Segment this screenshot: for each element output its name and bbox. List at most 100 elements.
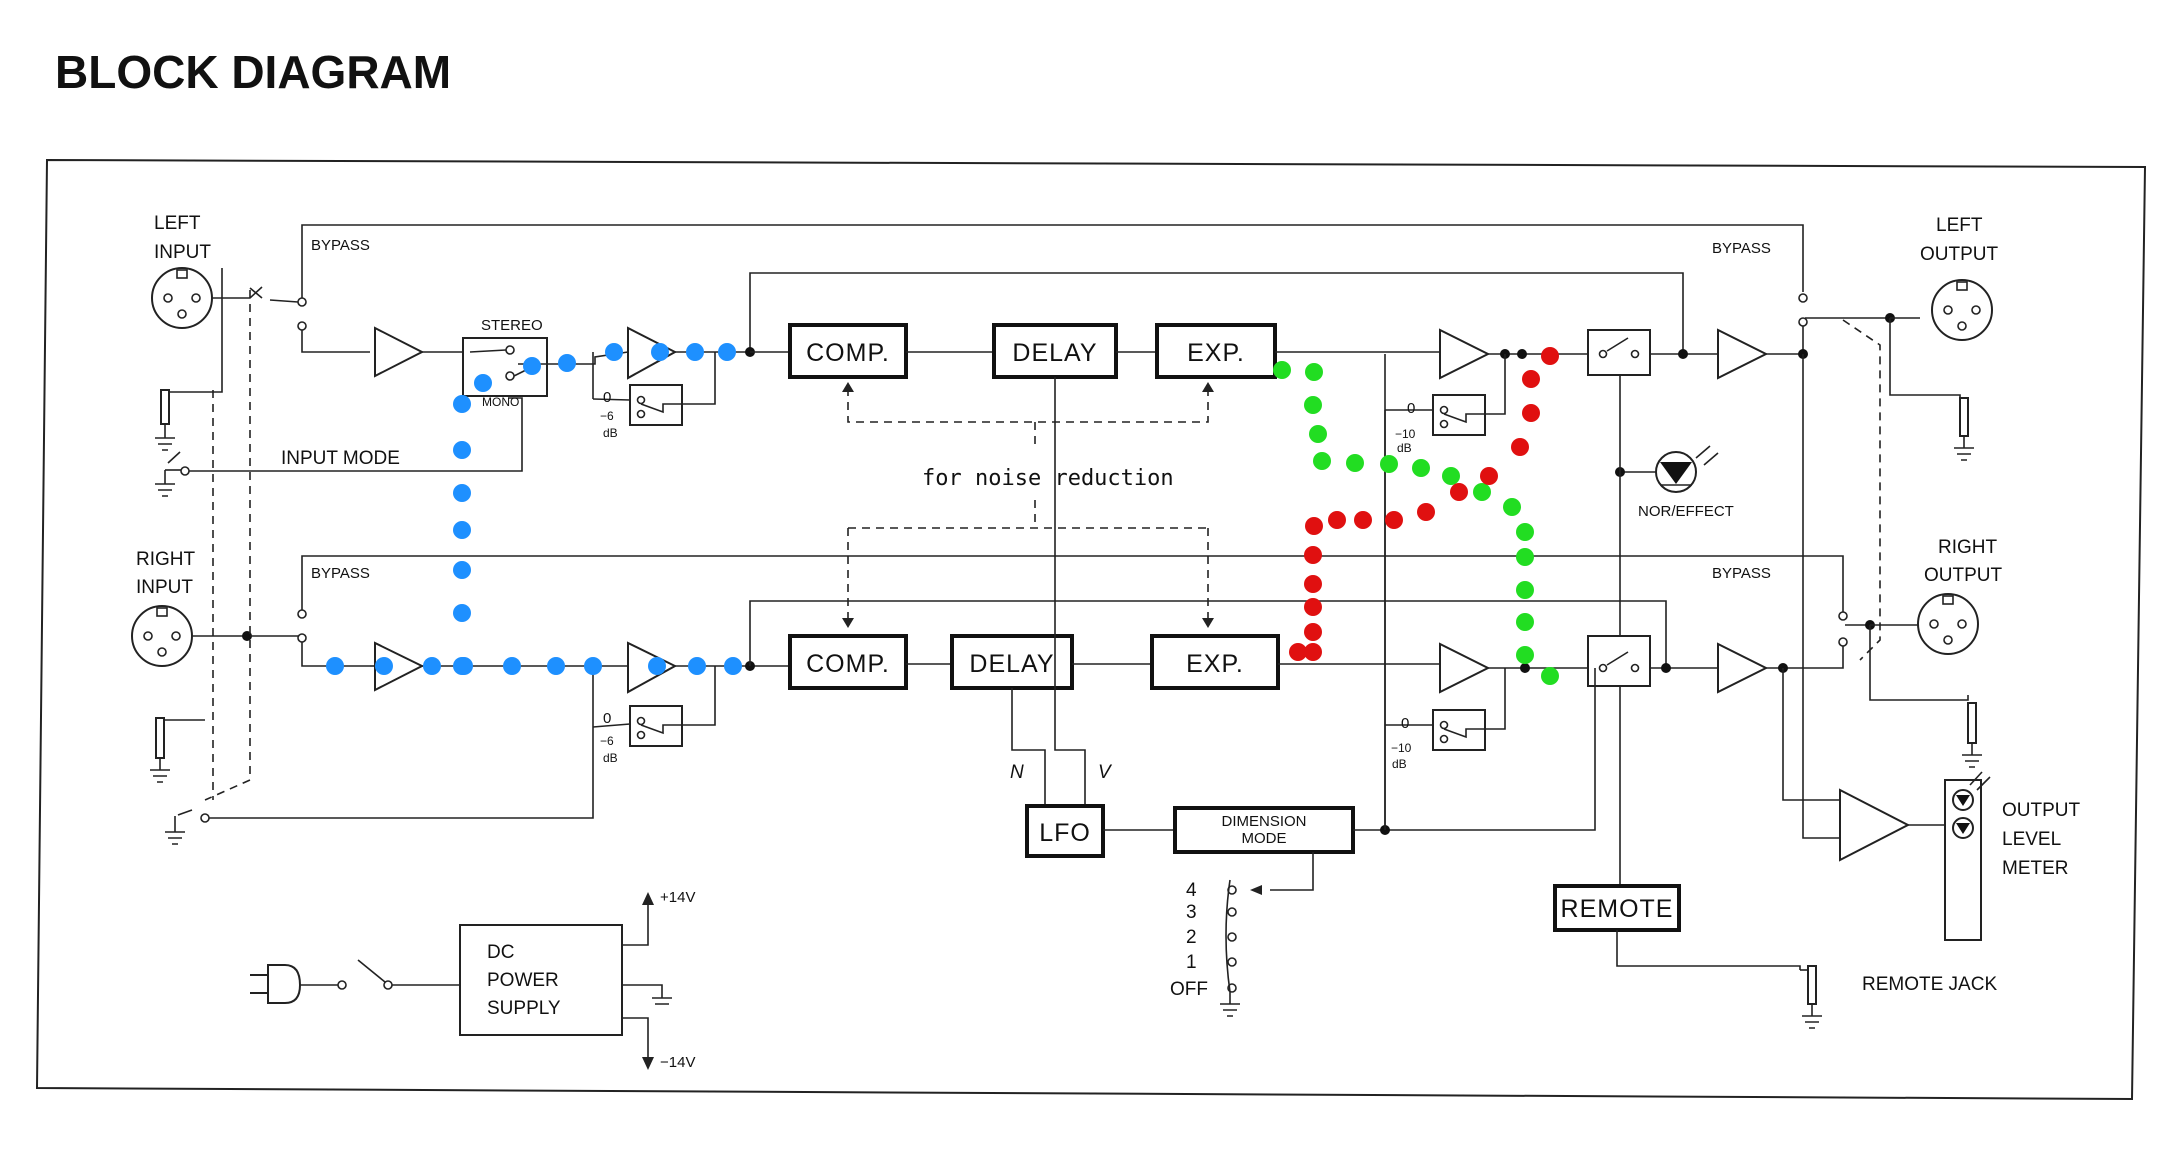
remote-block: REMOTE	[1553, 884, 1681, 932]
signal-dot-blue	[648, 657, 666, 675]
svg-text:REMOTE: REMOTE	[1561, 895, 1674, 923]
signal-dot-blue	[474, 374, 492, 392]
signal-dot-green	[1346, 454, 1364, 472]
right-output-label: RIGHT	[1938, 537, 1998, 558]
input-mode-switch	[155, 397, 523, 497]
noise-reduction-control	[842, 382, 1214, 628]
signal-dot-green	[1473, 483, 1491, 501]
signal-dot-blue	[547, 657, 565, 675]
signal-dot-green	[1273, 361, 1291, 379]
signal-dot-red	[1304, 546, 1322, 564]
remote-jack-label: REMOTE JACK	[1862, 974, 1997, 995]
mono-label: MONO	[482, 395, 519, 409]
right-bypass-label: BYPASS	[311, 565, 370, 582]
signal-dot-blue	[584, 657, 602, 675]
signal-dot-blue	[453, 441, 471, 459]
left-input-label: LEFT	[154, 213, 201, 234]
left-exp-block: EXP.	[1155, 323, 1277, 379]
right-output-jack	[1917, 593, 1979, 655]
signal-dot-red	[1450, 483, 1468, 501]
svg-text:METER: METER	[2002, 858, 2069, 879]
signal-dot-blue	[453, 657, 471, 675]
signal-dot-blue	[423, 657, 441, 675]
signal-dot-green	[1516, 581, 1534, 599]
right-output-amp	[1717, 642, 1769, 694]
left-input-label-2: INPUT	[154, 242, 211, 263]
signal-dot-red	[1304, 598, 1322, 616]
left-delay-block: DELAY	[992, 323, 1118, 379]
right-delay-block: DELAY	[950, 634, 1074, 690]
lfo-wave-a: N	[1010, 762, 1024, 783]
right-input-jack	[131, 605, 193, 667]
left-output-phone-jack-icon	[1954, 397, 1974, 461]
svg-text:EXP.: EXP.	[1186, 650, 1244, 678]
signal-dot-blue	[453, 484, 471, 502]
right-effect-gain-switch	[1385, 668, 1506, 751]
signal-dot-blue	[558, 354, 576, 372]
signal-dot-blue	[453, 561, 471, 579]
left-input-bypass-switch	[212, 224, 1804, 353]
lfo-block: LFO	[1025, 804, 1105, 858]
signal-dot-green	[1516, 613, 1534, 631]
page-title: BLOCK DIAGRAM	[55, 46, 451, 98]
input-mode-label: INPUT MODE	[281, 448, 400, 469]
signal-dot-red	[1385, 511, 1403, 529]
output-level-meter-label: OUTPUT	[2002, 800, 2081, 821]
right-gain-switch	[592, 666, 716, 747]
left-output-amp	[1717, 328, 1769, 380]
signal-dot-blue	[453, 604, 471, 622]
left-output-effect-switch	[1587, 329, 1651, 376]
signal-dot-green	[1541, 667, 1559, 685]
power-plug-icon	[250, 959, 460, 1004]
signal-dot-blue	[651, 343, 669, 361]
svg-text:LFO: LFO	[1039, 819, 1091, 847]
right-input-label-2: INPUT	[136, 577, 193, 598]
dc-power-supply-block: DC POWER SUPPLY	[459, 924, 623, 1036]
dimension-position-4: 4	[1186, 880, 1197, 901]
right-input-buffer-amp	[374, 641, 425, 692]
signal-dot-blue	[688, 657, 706, 675]
right-comp-block: COMP.	[788, 634, 908, 690]
svg-text:EXP.: EXP.	[1187, 339, 1245, 367]
svg-text:COMP.: COMP.	[806, 339, 890, 367]
signal-dot-green	[1516, 646, 1534, 664]
signal-dot-red	[1305, 517, 1323, 535]
signal-dot-green	[1309, 425, 1327, 443]
signal-dot-blue	[718, 343, 736, 361]
signal-dot-red	[1354, 511, 1372, 529]
svg-text:0: 0	[1401, 715, 1409, 732]
left-phone-jack-icon	[155, 268, 223, 451]
left-gain-switch	[592, 352, 716, 426]
signal-dot-blue	[686, 343, 704, 361]
left-gain-minus6: −6	[600, 409, 614, 423]
signal-dot-green	[1516, 548, 1534, 566]
svg-text:POWER: POWER	[487, 970, 559, 991]
svg-text:LEVEL: LEVEL	[2002, 829, 2061, 850]
signal-dot-green	[1304, 396, 1322, 414]
dimension-position-2: 2	[1186, 927, 1197, 948]
lfo-wave-b: V	[1098, 762, 1113, 783]
svg-text:−10: −10	[1395, 427, 1416, 441]
dimension-mode-block: DIMENSION MODE	[1173, 806, 1355, 854]
signal-dot-blue	[523, 357, 541, 375]
signal-dot-red	[1304, 643, 1322, 661]
signal-dot-green	[1380, 455, 1398, 473]
nor-effect-led-icon	[1615, 375, 1719, 885]
power-rails	[622, 892, 672, 1070]
signal-dot-red	[1328, 511, 1346, 529]
blue-signal-path	[326, 343, 742, 675]
left-gain-db: dB	[603, 426, 618, 440]
svg-text:0: 0	[603, 710, 611, 727]
right-input-label: RIGHT	[136, 549, 196, 570]
signal-dot-green	[1412, 459, 1430, 477]
diagram-frame	[35, 158, 2147, 1101]
signal-dot-green	[1516, 523, 1534, 541]
right-exp-block: EXP.	[1150, 634, 1280, 690]
svg-text:DELAY: DELAY	[1012, 339, 1097, 367]
svg-text:0: 0	[1407, 400, 1415, 417]
signal-dot-green	[1313, 452, 1331, 470]
signal-dot-red	[1289, 643, 1307, 661]
svg-text:COMP.: COMP.	[806, 650, 890, 678]
stereo-label: STEREO	[481, 317, 543, 334]
left-output-bypass-label: BYPASS	[1712, 240, 1771, 257]
